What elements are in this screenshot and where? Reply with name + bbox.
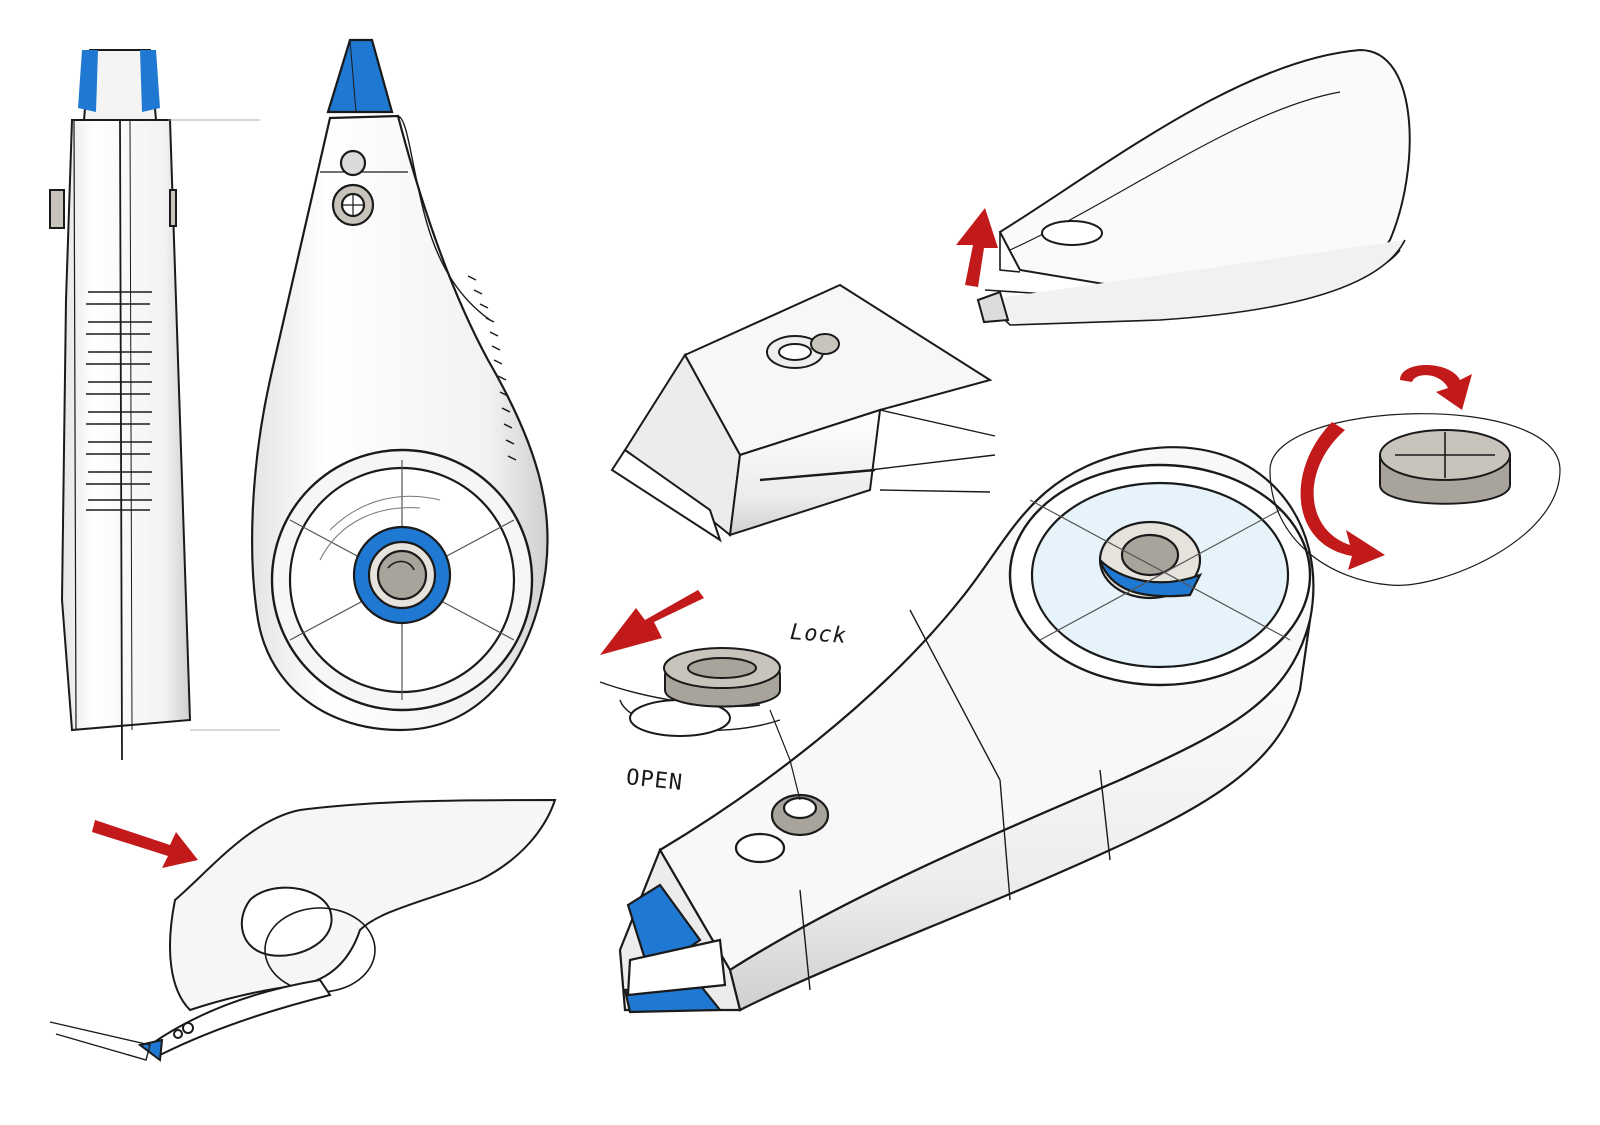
main-perspective-view bbox=[618, 446, 1315, 1014]
rotating-cap-detail bbox=[1269, 413, 1561, 586]
front-view bbox=[251, 38, 549, 732]
open-case-view bbox=[976, 48, 1411, 326]
lock-label: Lock bbox=[789, 620, 848, 649]
rotate-cw-arrow-icon bbox=[1400, 365, 1472, 410]
hand-sketch bbox=[49, 798, 557, 1062]
side-view bbox=[49, 49, 280, 761]
lift-arrow-icon bbox=[956, 208, 998, 287]
push-arrow-icon bbox=[92, 820, 198, 868]
rotate-ccw-arrow-icon bbox=[1300, 422, 1385, 570]
nozzle-detail bbox=[610, 283, 996, 543]
lock-slider-detail bbox=[599, 647, 801, 801]
slide-arrow-icon bbox=[600, 590, 704, 655]
